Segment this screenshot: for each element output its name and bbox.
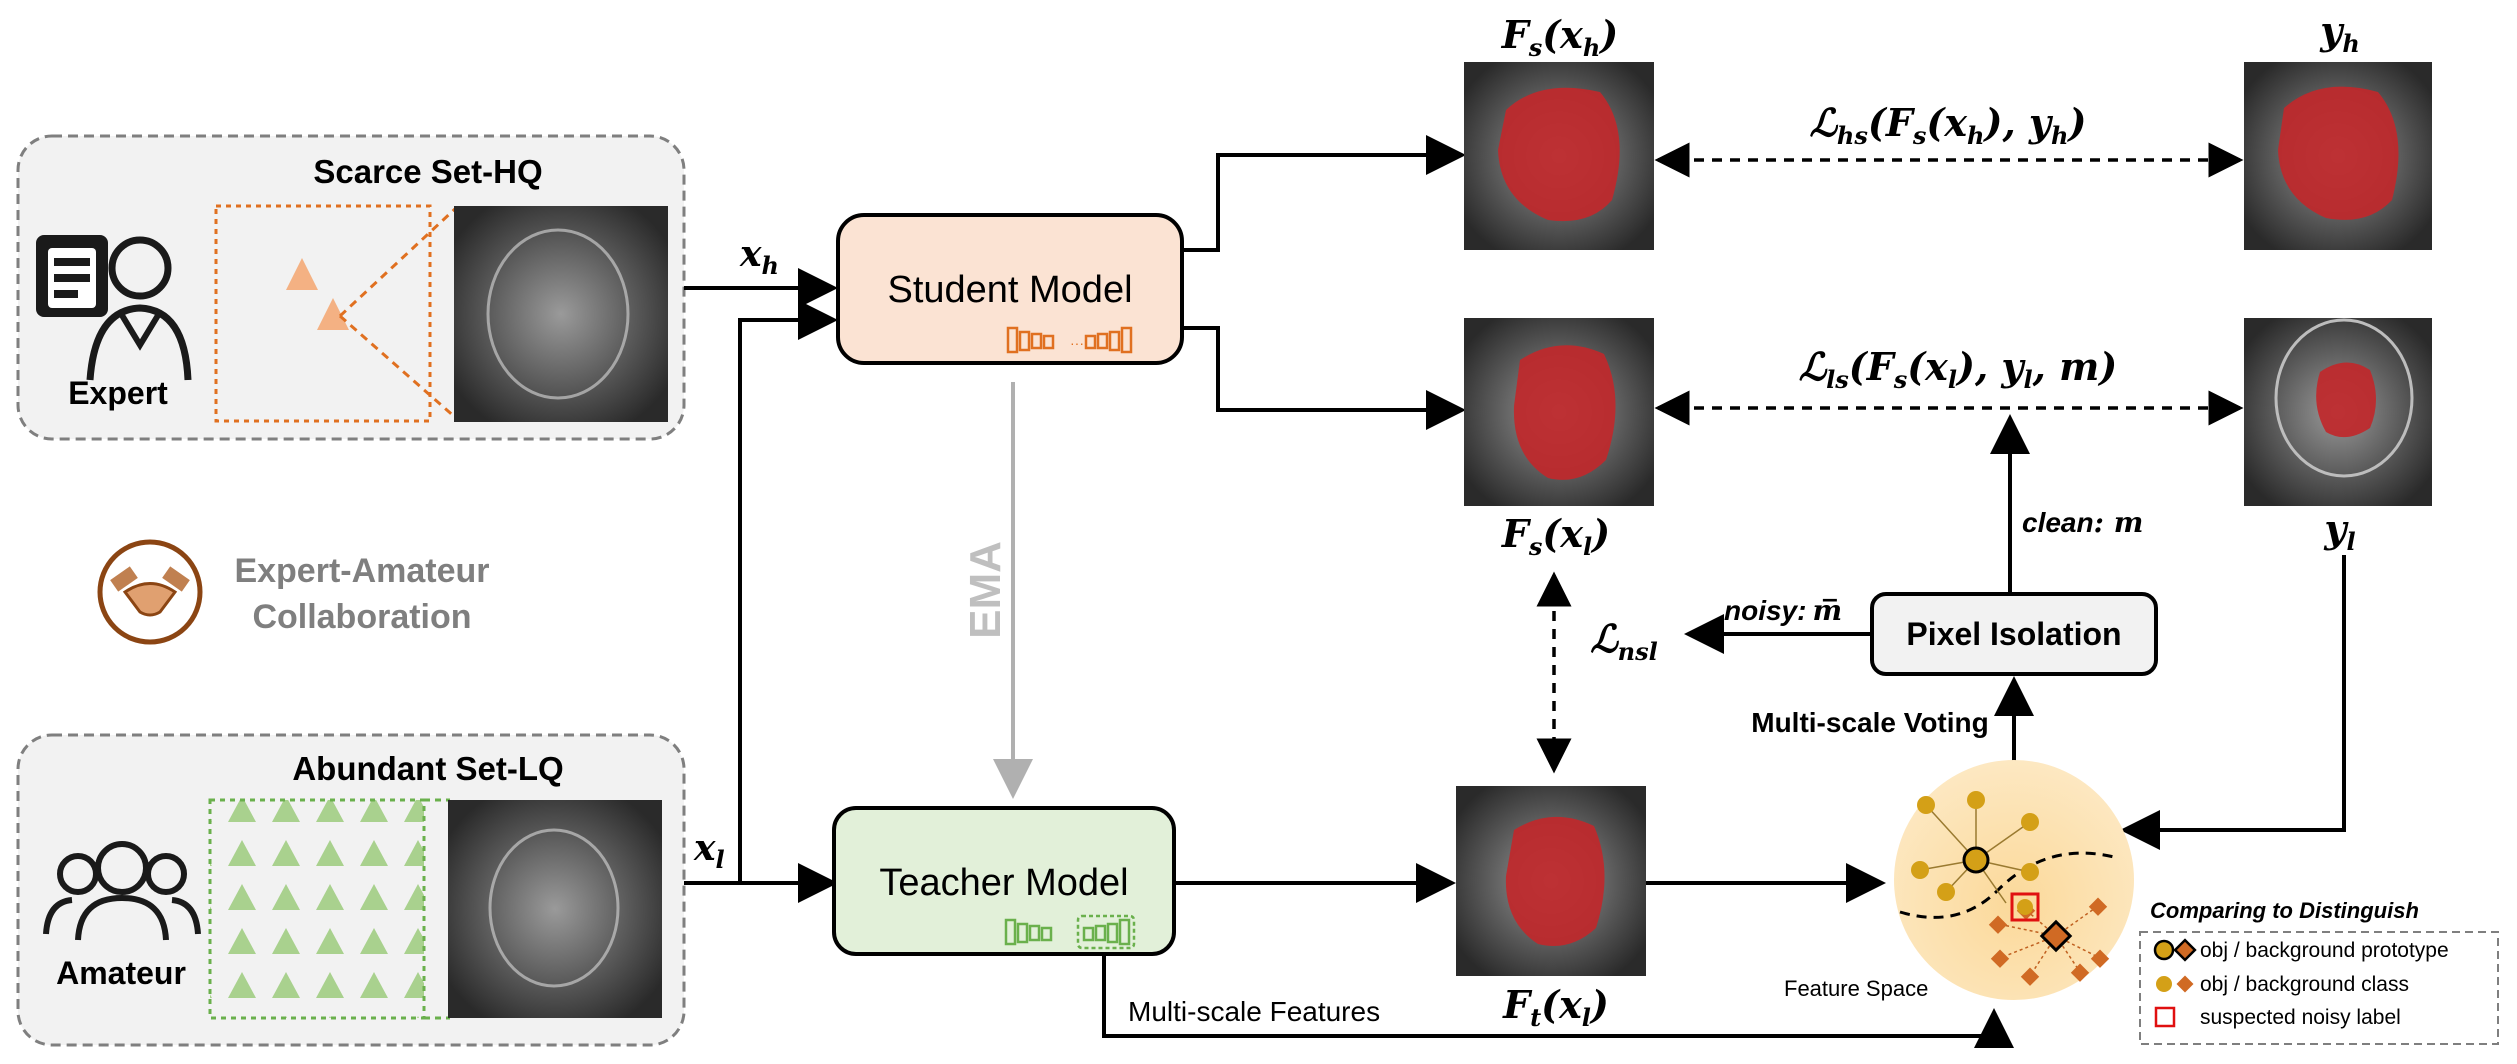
amateur-panel-title: Abundant Set-LQ [292,750,563,787]
fs-xl-label: Fs(xl) [1501,511,1610,561]
legend-item-class: obj / background class [2200,973,2409,996]
xl-to-student-arrow [738,300,838,883]
xl-label: xl [693,827,725,874]
student-model-label: Student Model [887,269,1132,311]
student-to-fsxh-arrow [1182,135,1466,252]
legend-prototype-circle [2153,939,2175,961]
amateur-label: Amateur [56,955,186,991]
group-people-icon [43,841,201,941]
multiscale-voting-label: Multi-scale Voting [1751,707,1989,738]
multiscale-block-icon [1006,326,1133,354]
hq-triangle-marker [286,258,318,290]
collaboration-label-group: Expert-Amateur Collaboration [97,539,490,645]
legend: Comparing to Distinguish obj / backgroun… [2139,898,2499,1045]
ft-xl-label: Ft(xl) [1502,982,1609,1032]
hq-triangle-marker [317,298,349,330]
noisy-label-square [2010,892,2040,922]
lq-annotation-box [208,798,426,1020]
legend-noisy-square [2154,1006,2176,1028]
lq-mri-image [448,800,662,1018]
yl-to-feature-arrow [2120,555,2346,850]
yh-mask [2278,86,2399,220]
legend-class-circle [2156,976,2172,992]
amateur-panel: Abundant Set-LQ Amateur [16,733,686,1047]
handshake-icon [97,539,203,645]
hq-annotation-box [214,204,432,423]
multiscale-features-arrow [1102,954,2014,1048]
multiscale-features-label: Multi-scale Features [1128,996,1380,1027]
fs-xh-mask [1498,87,1620,222]
student-to-fsxl-arrow [1182,326,1466,430]
collaboration-line1: Expert-Amateur [234,552,489,590]
feature-space-label: Feature Space [1784,976,1928,1001]
fs-xh-label: Fs(xh) [1501,12,1619,62]
expert-panel-title: Scarce Set-HQ [313,153,542,190]
clipboard-doctor-icon [36,235,192,381]
lhs-label: ℒhs(Fs(xh), yh) [1810,100,2087,150]
noisy-label: noisy:m̅ [1724,594,1842,627]
teacher-model-label: Teacher Model [879,862,1128,904]
clean-label: clean: m [2022,506,2143,539]
legend-item-prototype: obj / background prototype [2200,939,2449,962]
expert-label: Expert [68,375,168,411]
xh-label: xh [739,233,779,280]
legend-prototype-diamond [2173,938,2197,962]
fs-xl-mask [1513,345,1616,480]
lls-label: ℒls(Fs(xl), yl, m) [1799,344,2118,394]
hq-mri-image [454,206,668,422]
ft-xl-mask [1505,816,1605,946]
legend-class-diamond [2176,975,2194,993]
multiscale-block-icon [1004,914,1136,950]
svg-text:···: ··· [1070,335,1084,351]
feature-space [1894,760,2134,1000]
legend-item-noisy: suspected noisy label [2200,1006,2401,1029]
yl-label: yl [2323,506,2355,556]
obj-prototype-marker [1962,846,1990,874]
teacher-model: Teacher Model [832,806,1176,956]
student-model: Student Model ··· [836,213,1184,365]
bg-prototype-marker [2039,919,2073,953]
pixel-isolation-label: Pixel Isolation [1906,616,2121,652]
legend-title: Comparing to Distinguish [2150,898,2419,923]
collaboration-line2: Collaboration [252,598,471,636]
yh-label: yh [2319,8,2360,58]
expert-panel: Scarce Set-HQ Expert [16,134,686,441]
ema-label: EMA [961,541,1010,639]
yl-mask [2316,362,2376,438]
lnsl-label: ℒnsl [1590,616,1657,666]
